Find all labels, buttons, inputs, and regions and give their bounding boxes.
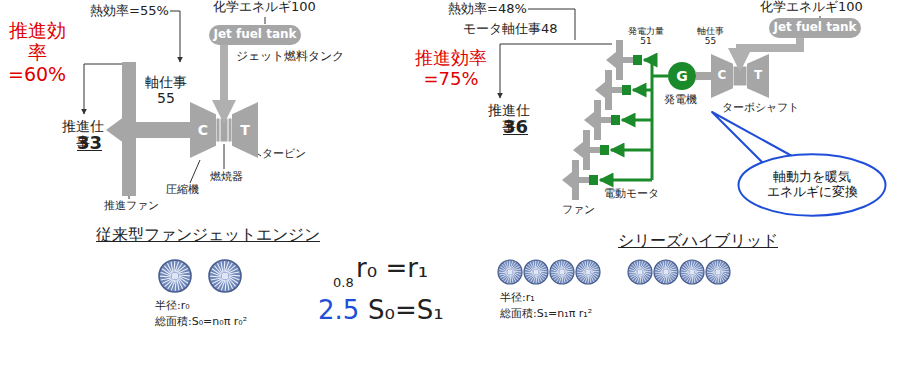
node-label: T — [240, 122, 250, 138]
compressor-shape — [190, 102, 216, 158]
electric-motor — [633, 55, 642, 65]
part-name: タービン — [262, 148, 306, 161]
turbine-stage: T — [232, 102, 258, 158]
fan-blade — [583, 130, 590, 170]
generator-circle: G — [668, 62, 696, 90]
electric-motor — [600, 145, 609, 155]
compressor-stage: C — [190, 102, 216, 158]
callout-text: 軸動力を暖気 エネルギに変換 — [767, 170, 858, 200]
formula-coefficient: 0.8 — [333, 276, 354, 291]
fuel-tank: Jet fuel tank — [769, 18, 861, 38]
efficiency-label: 推進効率 =75% — [415, 48, 487, 89]
power-line — [633, 89, 652, 92]
callout-bubble: 軸動力を暖気 エネルギに変換 — [737, 153, 887, 217]
part-name: 発電機 — [664, 94, 697, 107]
part-name: 推進ファン — [104, 200, 159, 213]
part-name: 電動モータ — [604, 188, 659, 201]
formula-text: S₀=S₁ — [368, 296, 444, 326]
turbine-stage: T — [747, 54, 769, 98]
node-label: T — [754, 69, 762, 83]
fan-hub — [595, 82, 605, 98]
efficiency-label: 推進効 率=60% — [8, 20, 66, 86]
formula-note: 総面積:S₁=n₁π r₁² — [500, 308, 592, 321]
part-name: 燃焼器 — [210, 171, 243, 184]
work-label: 軸仕事 55 — [697, 26, 724, 47]
fan-shaft — [612, 87, 622, 93]
callout-shape — [739, 154, 886, 215]
electric-motor — [622, 85, 631, 95]
node-label: Jet fuel tank — [773, 21, 856, 35]
efficiency-note: 熱効率=55% — [90, 4, 169, 19]
electric-motor — [589, 175, 598, 185]
node-label: Jet fuel tank — [213, 28, 296, 42]
fuel-tank: Jet fuel tank — [209, 25, 301, 45]
hybrid-fans — [562, 40, 652, 200]
work-label: 軸仕事 55 — [145, 74, 187, 106]
fan-shaft — [623, 57, 633, 63]
work-value: 33 — [77, 133, 102, 154]
compressor-stage: C — [711, 54, 733, 98]
power-line — [622, 119, 652, 122]
node-label: C — [198, 122, 208, 138]
power-line — [600, 179, 652, 182]
compressor-shape — [711, 54, 733, 98]
work-value: 36 — [503, 117, 528, 138]
node-label: C — [718, 69, 727, 83]
fan-hub — [562, 172, 572, 188]
fan-shaft — [579, 177, 589, 183]
efficiency-note: 熱効率=48% — [448, 2, 527, 17]
fan-blade — [605, 70, 612, 110]
part-name: ファン — [562, 204, 595, 217]
node-label: G — [676, 68, 688, 84]
fan-hub — [573, 142, 583, 158]
formula-note: 半径:r₁ — [500, 292, 535, 305]
diagram-caption: 従来型ファンジェットエンジン — [96, 226, 320, 244]
fan-shaft — [590, 147, 600, 153]
formula-note: 総面積:S₀=n₀π r₀² — [155, 316, 247, 329]
generator-shape — [668, 62, 696, 90]
fan-shaft — [601, 117, 611, 123]
diagram-caption: シリーズハイブリッド — [618, 232, 778, 250]
power-label: 発電力量 51 — [628, 26, 664, 47]
energy-note: 化学エネルギ100 — [760, 0, 863, 15]
energy-note: 化学エネルギ100 — [213, 0, 316, 15]
fan-blade — [594, 100, 601, 140]
fan-blade — [572, 160, 579, 200]
fan-icons — [159, 260, 730, 292]
work-label: モータ軸仕事48 — [463, 22, 558, 37]
leader-lines — [84, 9, 820, 199]
formula-text: r₀ =r₁ — [356, 254, 428, 284]
part-name: ジェット燃料タンク — [236, 50, 344, 64]
power-line — [611, 149, 652, 152]
fan-blade — [616, 40, 623, 80]
part-name: ターボシャフト — [722, 102, 799, 115]
formula-note: 半径:r₀ — [155, 300, 190, 313]
fan-hub — [606, 52, 616, 68]
turbine-shape — [232, 102, 258, 158]
electric-motor — [611, 115, 620, 125]
formula-coefficient: 2.5 — [318, 296, 359, 326]
fan-hub — [584, 112, 594, 128]
turbine-shape — [747, 54, 769, 98]
part-name: 圧縮機 — [166, 184, 199, 197]
